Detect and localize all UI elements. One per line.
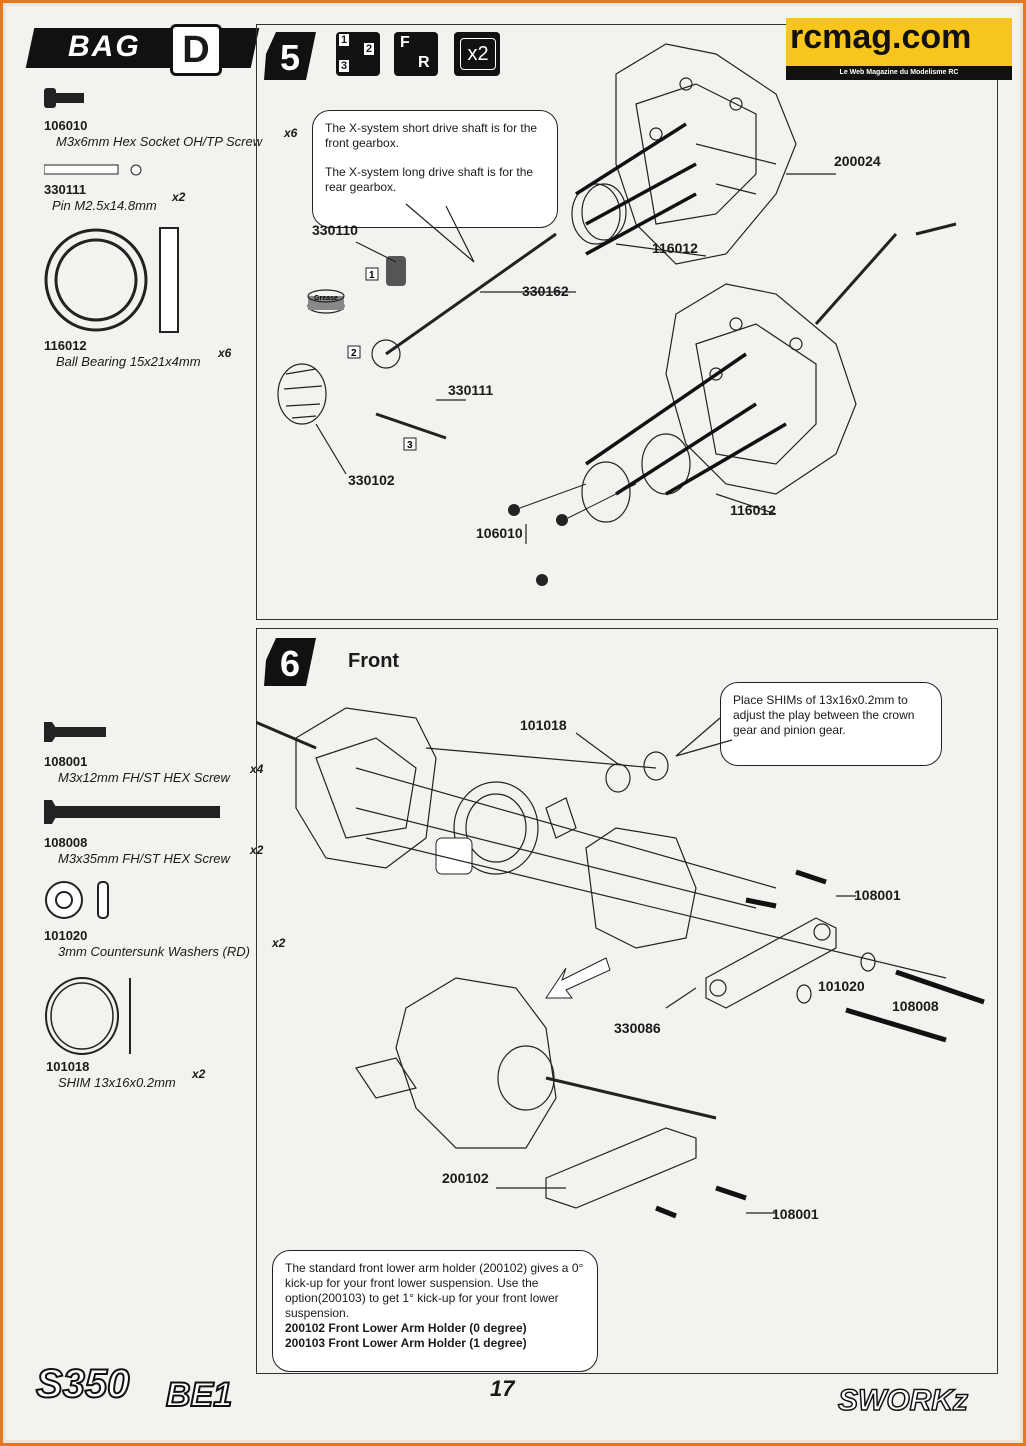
- step-6-diagram: [256, 707, 985, 1219]
- part-number: 116012: [44, 338, 87, 353]
- part-label: 116012: [652, 240, 698, 256]
- arm-holder-drawing: [705, 917, 837, 1009]
- washer-icon: [45, 881, 109, 919]
- part-desc: M3x35mm FH/ST HEX Screw: [58, 851, 230, 866]
- marker-1: 1: [369, 270, 375, 281]
- hex-screw-icon: [44, 88, 84, 108]
- gearbox-cover-drawing: [585, 827, 697, 949]
- logo-tagline: Le Web Magazine du Modelisme RC: [786, 66, 1012, 80]
- part-qty: x2: [172, 190, 186, 204]
- ball-bearing-icon: [44, 227, 179, 333]
- part-label: 101018: [520, 717, 567, 733]
- page-number: 17: [490, 1376, 515, 1401]
- step-number: 6: [280, 643, 300, 684]
- part-number: 106010: [44, 118, 88, 133]
- part-label: 116012: [730, 502, 776, 518]
- part-qty: x6: [284, 126, 298, 140]
- part-number: 101020: [44, 928, 88, 943]
- step-6-panel: [256, 628, 998, 1374]
- logo-name: rcmag.com: [790, 18, 972, 56]
- pin-icon: [44, 164, 142, 176]
- part-label: 330110: [312, 222, 358, 238]
- part-qty: x2: [272, 936, 286, 950]
- assembled-gearbox-drawing: [355, 977, 557, 1149]
- part-qty: x6: [218, 346, 232, 360]
- order-icon: 1 2 3: [336, 32, 380, 76]
- part-label: 200024: [834, 153, 881, 169]
- part-number: 330111: [44, 182, 86, 197]
- part-desc: M3x6mm Hex Socket OH/TP Screw: [56, 134, 263, 149]
- arm-holder-note: The standard front lower arm holder (200…: [272, 1250, 598, 1372]
- part-label: 330086: [614, 1020, 661, 1036]
- part-desc: Pin M2.5x14.8mm: [52, 198, 157, 213]
- part-desc: 3mm Countersunk Washers (RD): [58, 944, 250, 959]
- step-5-badge: 5: [262, 30, 318, 82]
- part-desc: SHIM 13x16x0.2mm: [58, 1075, 176, 1090]
- model-logo: S350: [35, 1361, 130, 1407]
- grease-label: Grease: [314, 295, 338, 302]
- shim-callout: Place SHIMs of 13x16x0.2mm to adjust the…: [720, 682, 942, 766]
- rcmag-logo: rcmag.com Le Web Magazine du Modelisme R…: [786, 18, 1012, 80]
- step-number: 5: [280, 37, 300, 78]
- bag-letter: D: [170, 24, 222, 76]
- bag-label: BAG: [68, 30, 141, 63]
- part-number: 108001: [44, 754, 88, 769]
- step-5-diagram: Grease 1 2 3: [277, 43, 957, 586]
- part-label: 108008: [892, 998, 939, 1014]
- pinion-gear-drawing: [277, 363, 327, 425]
- part-label: 330162: [522, 283, 569, 299]
- part-desc: Ball Bearing 15x21x4mm: [56, 354, 201, 369]
- long-screw-icon: [44, 800, 220, 824]
- part-number: 101018: [46, 1059, 90, 1074]
- marker-3: 3: [407, 440, 413, 451]
- part-label: 106010: [476, 525, 523, 541]
- step-5-panel: [256, 24, 998, 620]
- rear-gearbox-drawing: [615, 43, 797, 265]
- part-label: 101020: [818, 978, 865, 994]
- shim-icon: [45, 977, 131, 1055]
- differential-drawing: [435, 781, 577, 875]
- part-desc: M3x12mm FH/ST HEX Screw: [58, 770, 230, 785]
- part-label: 200102: [442, 1170, 489, 1186]
- part-number: 108008: [44, 835, 88, 850]
- quantity-icon: x2: [454, 32, 500, 76]
- part-qty: x2: [192, 1067, 206, 1081]
- front-rear-icon: F R: [394, 32, 438, 76]
- part-label: 330111: [448, 382, 494, 398]
- model-sub-logo: BE1: [165, 1375, 233, 1415]
- part-label: 108001: [854, 887, 901, 903]
- step-title: Front: [348, 650, 400, 672]
- part-label: 108001: [772, 1206, 819, 1222]
- front-gearbox-drawing: [665, 283, 857, 495]
- countersunk-screw-icon: [44, 722, 106, 742]
- step-6-badge: 6: [262, 636, 318, 688]
- marker-2: 2: [351, 348, 357, 359]
- part-label: 330102: [348, 472, 395, 488]
- drive-shaft-callout: The X-system short drive shaft is for th…: [312, 110, 558, 228]
- bag-banner: [25, 28, 260, 68]
- brand-logo: SWORKz: [837, 1383, 969, 1418]
- gearbox-half-drawing: [295, 707, 437, 869]
